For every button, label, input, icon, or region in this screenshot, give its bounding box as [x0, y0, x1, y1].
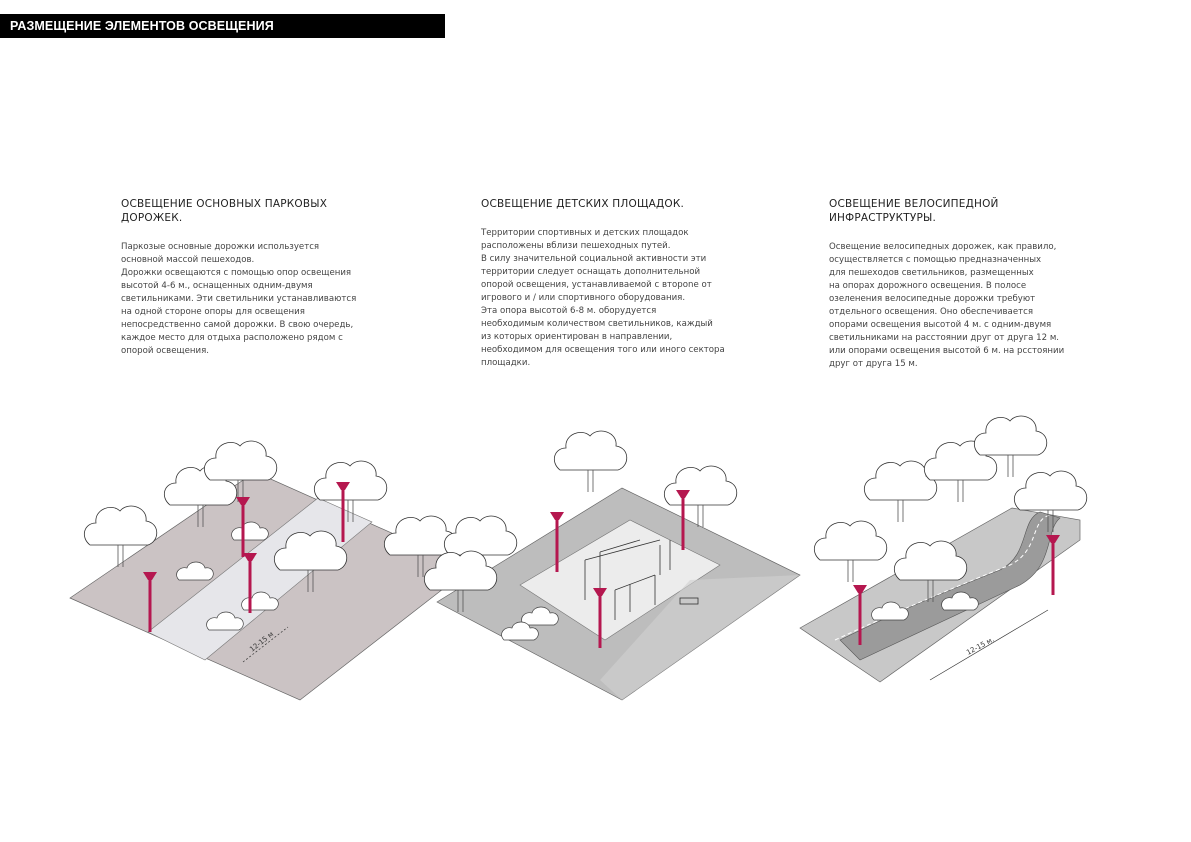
page-title: РАЗМЕЩЕНИЕ ЭЛЕМЕНТОВ ОСВЕЩЕНИЯ: [10, 19, 274, 33]
section-title: ОСВЕЩЕНИЕ ДЕТСКИХ ПЛОЩАДОК.: [481, 197, 751, 211]
body-line: опорами освещения высотой 4 м. с одним-д…: [829, 320, 1052, 330]
body-line: непосредственно самой дорожки. В свою оч…: [121, 320, 354, 330]
title-line: ОСВЕЩЕНИЕ ОСНОВНЫХ ПАРКОВЫХ: [121, 198, 328, 210]
body-line: Эта опора высотой 6-8 м. оборудуется: [481, 306, 657, 316]
body-line: Паркозые основные дорожки используется: [121, 242, 320, 252]
section-body: Территории спортивных и детских площадок…: [481, 227, 751, 370]
diagram-bike-infrastructure: 12-15 м.: [799, 415, 1088, 683]
body-line: опорой освещения, устанавливаемой с втор…: [481, 280, 712, 290]
title-line: ИНФРАСТРУКТУРЫ.: [829, 212, 936, 224]
diagram-playgrounds: [423, 430, 801, 701]
body-line: высотой 4-6 м., оснащенных одним-двумя: [121, 281, 313, 291]
body-line: опорой освещения.: [121, 346, 209, 356]
title-line: ДОРОЖЕК.: [121, 212, 183, 224]
section-title: ОСВЕЩЕНИЕ ОСНОВНЫХ ПАРКОВЫХ ДОРОЖЕК.: [121, 197, 391, 225]
title-line: ОСВЕЩЕНИЕ ВЕЛОСИПЕДНОЙ: [829, 198, 999, 210]
body-line: озеленения велосипедные дорожки требуют: [829, 294, 1036, 304]
body-line: необходимым количеством светильников, ка…: [481, 319, 713, 329]
title-line: ОСВЕЩЕНИЕ ДЕТСКИХ ПЛОЩАДОК.: [481, 198, 685, 210]
body-line: отдельного освещения. Оно обеспечивается: [829, 307, 1034, 317]
body-line: необходимом для освещения того или иного…: [481, 345, 725, 355]
body-line: основной массой пешеходов.: [121, 255, 255, 265]
section-title: ОСВЕЩЕНИЕ ВЕЛОСИПЕДНОЙ ИНФРАСТРУКТУРЫ.: [829, 197, 1099, 225]
body-line: игрового и / или спортивного оборудовани…: [481, 293, 686, 303]
page-header: РАЗМЕЩЕНИЕ ЭЛЕМЕНТОВ ОСВЕЩЕНИЯ: [0, 14, 445, 38]
body-line: для пешеходов светильников, размещенных: [829, 268, 1034, 278]
diagram-park-paths: 12-15 м: [69, 440, 471, 701]
body-line: территории следует оснащать дополнительн…: [481, 267, 701, 277]
body-line: светильниками на расстоянии друг от друг…: [829, 333, 1060, 343]
body-line: или опорами освещения высотой 6 м. на рс…: [829, 346, 1065, 356]
body-line: каждое место для отдыха расположено рядо…: [121, 333, 343, 343]
body-line: Дорожки освещаются с помощью опор освеще…: [121, 268, 352, 278]
section-bike-infrastructure: ОСВЕЩЕНИЕ ВЕЛОСИПЕДНОЙ ИНФРАСТРУКТУРЫ. О…: [829, 197, 1099, 371]
section-body: Освещение велосипедных дорожек, как прав…: [829, 241, 1099, 371]
body-line: из которых ориентирован в направлении,: [481, 332, 673, 342]
body-line: светильниками. Эти светильники устанавли…: [121, 294, 357, 304]
body-line: на одной стороне опоры для освещения: [121, 307, 305, 317]
body-line: осуществляется с помощью предназначенных: [829, 255, 1042, 265]
dimension-label: 12-15 м.: [965, 636, 995, 657]
body-line: расположены вблизи пешеходных путей.: [481, 241, 671, 251]
section-park-paths: ОСВЕЩЕНИЕ ОСНОВНЫХ ПАРКОВЫХ ДОРОЖЕК. Пар…: [121, 197, 391, 358]
body-line: площадки.: [481, 358, 531, 368]
body-line: на опорах дорожного освещения. В полосе: [829, 281, 1027, 291]
section-body: Паркозые основные дорожки используется ос…: [121, 241, 391, 358]
body-line: друг от друга 15 м.: [829, 359, 918, 369]
body-line: Освещение велосипедных дорожек, как прав…: [829, 242, 1057, 252]
body-line: В силу значительной социальной активност…: [481, 254, 707, 264]
section-playgrounds: ОСВЕЩЕНИЕ ДЕТСКИХ ПЛОЩАДОК. Территории с…: [481, 197, 751, 370]
body-line: Территории спортивных и детских площадок: [481, 228, 689, 238]
